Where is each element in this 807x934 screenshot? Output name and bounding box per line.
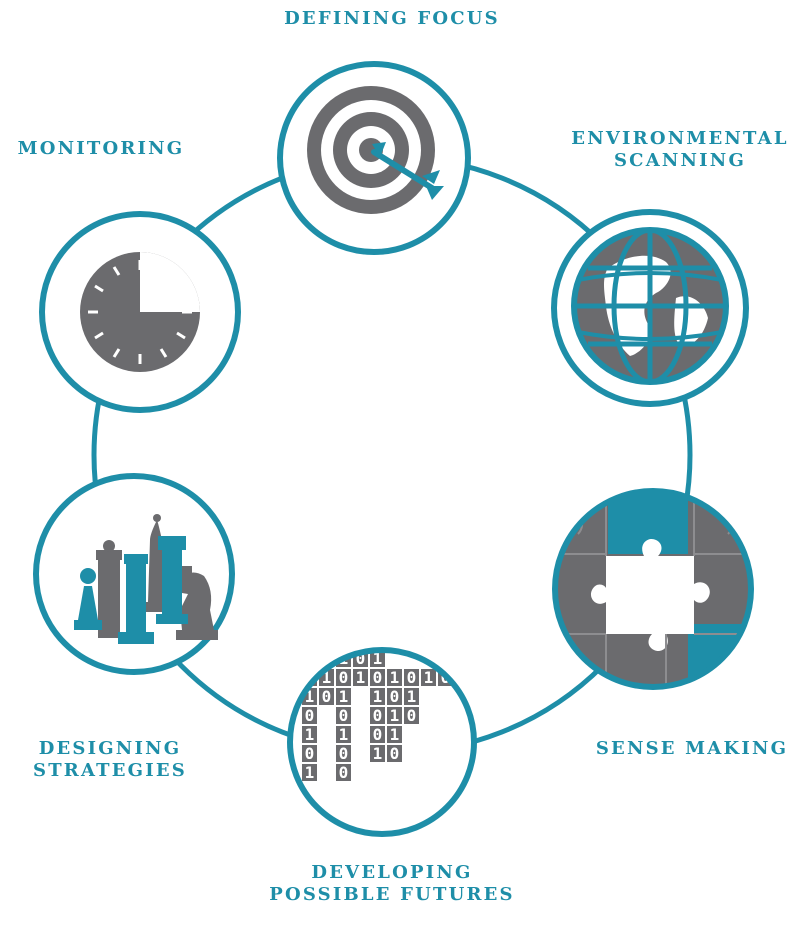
binary-digit-tile [387, 745, 402, 762]
binary-digit: 0 [305, 706, 315, 725]
label-sense-making: SENSE MAKING [595, 738, 789, 759]
binary-digit-tile [302, 764, 317, 781]
binary-digit-tile [319, 688, 334, 705]
node-defining-focus [277, 61, 471, 255]
binary-digit-tile [370, 726, 385, 743]
binary-digit: 1 [373, 744, 383, 763]
node-environmental-scanning [551, 209, 749, 407]
binary-digit: 0 [356, 649, 366, 668]
binary-digit: 1 [373, 687, 383, 706]
globe-icon [571, 227, 729, 385]
binary-digit-tile [404, 669, 419, 686]
binary-digit: 0 [339, 668, 349, 687]
binary-digit-tile [336, 726, 351, 743]
binary-digit: 0 [390, 687, 400, 706]
binary-digit-tile [336, 707, 351, 724]
binary-digit-tile [387, 726, 402, 743]
binary-digit-tile [370, 745, 385, 762]
binary-digit: 0 [305, 744, 315, 763]
binary-digit: 0 [407, 706, 417, 725]
node-developing-possible-futures: 101010101010101101101000101101001010 [287, 647, 477, 837]
label-monitoring: MONITORING [17, 138, 185, 159]
binary-digit-tile [336, 745, 351, 762]
node-designing-strategies [33, 473, 235, 675]
target-icon [307, 86, 444, 214]
node-monitoring [39, 211, 241, 413]
label-developing-possible-futures: DEVELOPING POSSIBLE FUTURES [269, 862, 515, 905]
binary-digit: 1 [424, 668, 434, 687]
binary-digit: 1 [305, 763, 315, 782]
binary-digit-tile [336, 764, 351, 781]
binary-digit: 1 [458, 668, 468, 687]
binary-digit-tile [455, 669, 470, 686]
binary-digit: 1 [339, 687, 349, 706]
binary-digit-tile [353, 669, 368, 686]
binary-digit-tile [370, 707, 385, 724]
binary-digit: 1 [339, 725, 349, 744]
binary-digit: 0 [390, 744, 400, 763]
binary-digit: 1 [356, 668, 366, 687]
chess-pieces-icon [74, 514, 218, 644]
binary-digit-tile [404, 707, 419, 724]
binary-digit-tile [336, 688, 351, 705]
label-defining-focus: DEFINING FOCUS [284, 8, 500, 29]
clock-icon [80, 252, 200, 372]
binary-digit-tile [370, 688, 385, 705]
binary-digit: 1 [407, 687, 417, 706]
binary-digit-tile [302, 745, 317, 762]
binary-digit-tile [370, 652, 385, 667]
binary-digit: 0 [339, 763, 349, 782]
binary-digit: 1 [305, 687, 315, 706]
binary-digit: 1 [390, 668, 400, 687]
binary-digit-tile [387, 688, 402, 705]
binary-digit-tile [302, 726, 317, 743]
node-sense-making [552, 488, 754, 690]
binary-digit-tile [404, 688, 419, 705]
puzzle-icon [557, 493, 749, 685]
binary-digit-tile [336, 669, 351, 686]
label-designing-strategies: DESIGNING STRATEGIES [33, 738, 187, 781]
label-environmental-scanning: ENVIRONMENTAL SCANNING [571, 128, 789, 171]
binary-digit: 0 [322, 687, 332, 706]
binary-digit: 1 [305, 725, 315, 744]
binary-digit: 0 [373, 725, 383, 744]
binary-digit-tile [421, 669, 436, 686]
binary-digit: 1 [305, 649, 315, 668]
binary-digit: 1 [390, 706, 400, 725]
binary-digit-tile [387, 669, 402, 686]
binary-digit: 0 [339, 706, 349, 725]
binary-digit: 0 [407, 668, 417, 687]
binary-digit-tile [302, 707, 317, 724]
binary-digit: 1 [390, 725, 400, 744]
binary-digit-tile [370, 669, 385, 686]
binary-digit: 0 [373, 706, 383, 725]
binary-digit-tile [387, 707, 402, 724]
binary-digit: 1 [322, 668, 332, 687]
binary-digit: 0 [373, 668, 383, 687]
binary-digit-tile [302, 652, 317, 667]
binary-digit: 1 [373, 649, 383, 668]
binary-digit: 0 [339, 744, 349, 763]
